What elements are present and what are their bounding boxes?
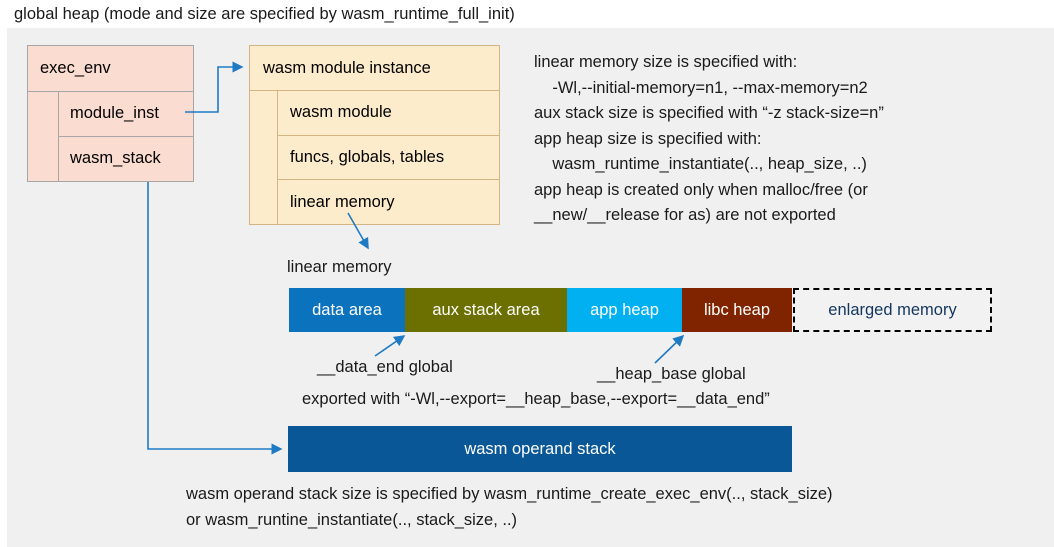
exec-env-gutter: [28, 92, 59, 181]
wmi-row-linear-memory: linear memory: [290, 192, 395, 211]
exec-env-box: exec_env module_inst wasm_stack: [27, 45, 194, 182]
linear-memory-label: linear memory: [287, 258, 392, 276]
memory-segment-enlarged-memory: enlarged memory: [793, 288, 992, 332]
page-title: global heap (mode and size are specified…: [14, 5, 515, 23]
wasm-module-instance-header: wasm module instance: [250, 46, 499, 91]
linear-memory-notes: linear memory size is specified with: -W…: [534, 53, 884, 224]
wasm-module-instance-box: wasm module instance wasm module funcs, …: [249, 45, 500, 225]
data-end-global-label: __data_end global: [317, 358, 453, 376]
wmi-row-wasm-module: wasm module: [278, 91, 499, 136]
wasm-operand-stack-box: wasm operand stack: [288, 426, 792, 472]
memory-segment-libc-heap: libc heap: [682, 288, 792, 332]
memory-segment-aux-stack-area: aux stack area: [405, 288, 567, 332]
exec-env-row-wasm-stack: wasm_stack: [70, 149, 161, 168]
wmi-row-funcs-globals-tables: funcs, globals, tables: [278, 136, 499, 181]
operand-stack-notes: wasm operand stack size is specified by …: [186, 485, 833, 529]
memory-segment-data-area: data area: [289, 288, 405, 332]
wasm-module-instance-gutter: [250, 91, 278, 224]
exec-env-row-module-inst: module_inst: [59, 92, 193, 137]
memory-segment-app-heap: app heap: [567, 288, 682, 332]
exec-env-header: exec_env: [28, 46, 193, 92]
exported-with-label: exported with “-Wl,--export=__heap_base,…: [302, 390, 770, 408]
heap-base-global-label: __heap_base global: [597, 365, 746, 383]
